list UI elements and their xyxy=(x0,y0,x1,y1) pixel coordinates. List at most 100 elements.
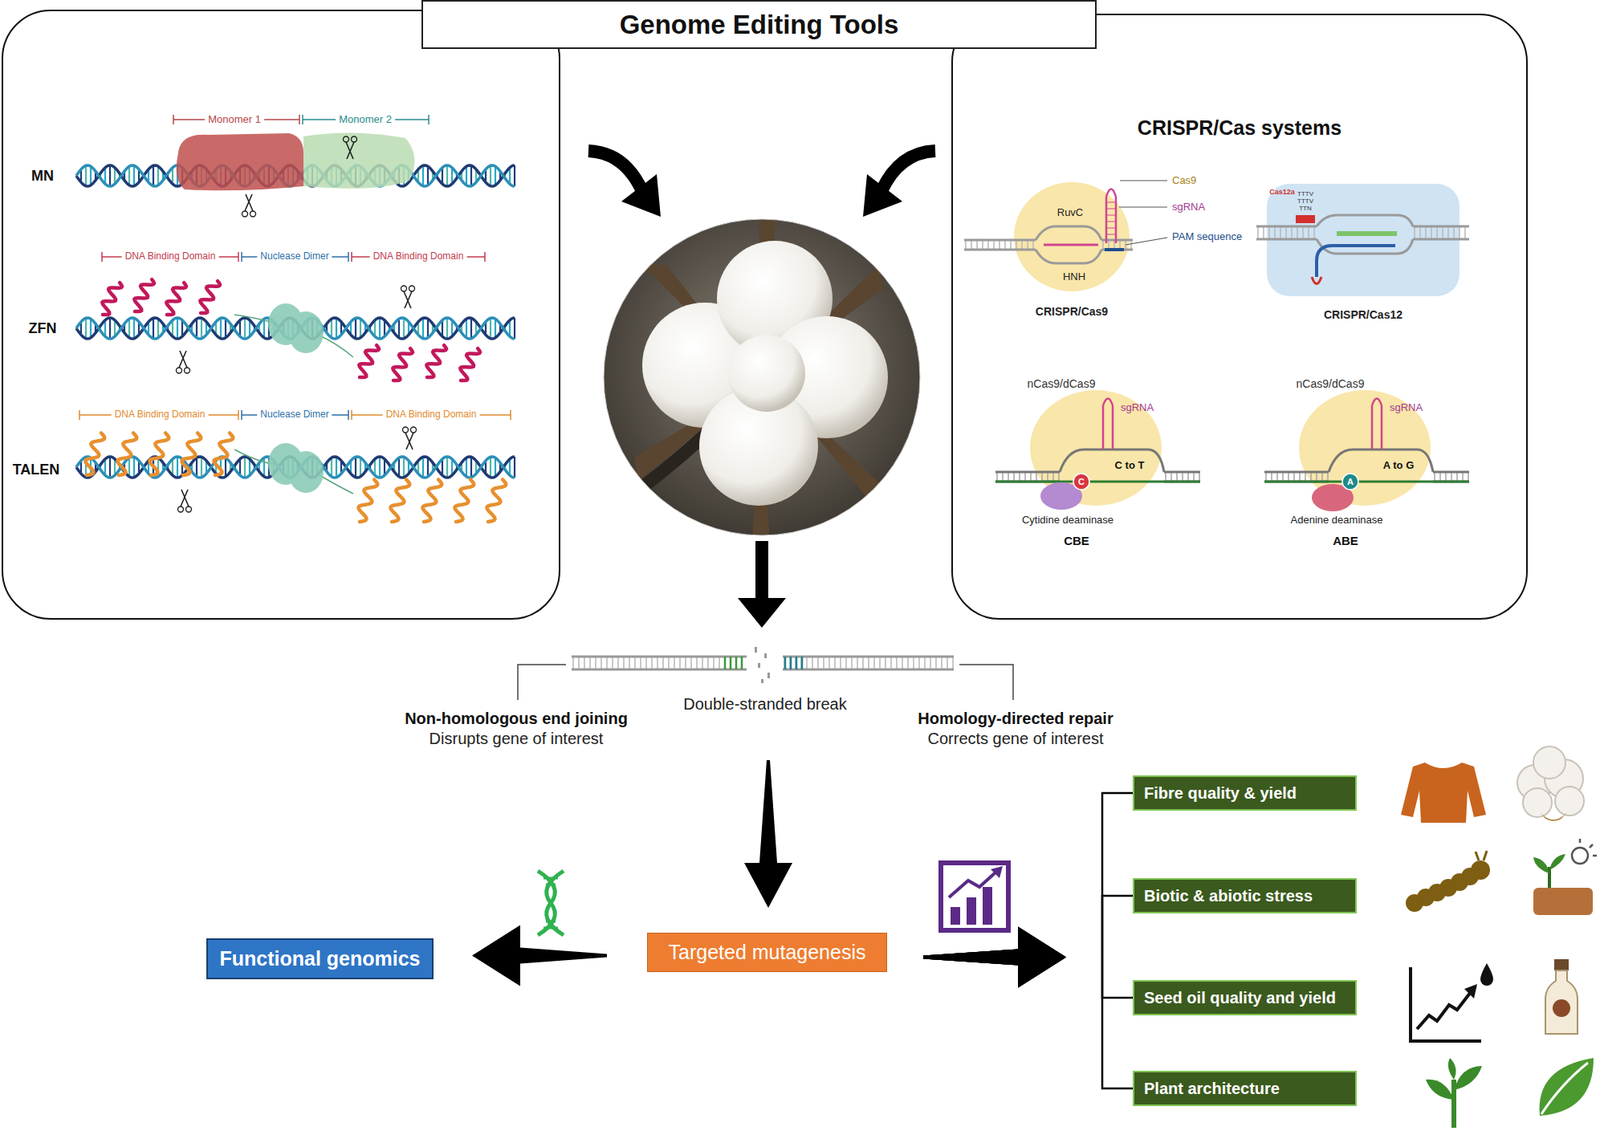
dna-rung xyxy=(176,456,179,478)
pam-mark xyxy=(1295,215,1316,224)
connector xyxy=(923,927,1133,1090)
dna-rung xyxy=(85,317,87,338)
dna-rung xyxy=(578,656,580,670)
dna-rung xyxy=(335,456,338,477)
dna-rung xyxy=(224,318,227,338)
dna-rung xyxy=(1041,472,1043,482)
range-bar xyxy=(351,252,485,262)
chart-icon xyxy=(948,872,996,898)
dna-rung xyxy=(1015,240,1018,250)
dna-icon xyxy=(537,871,564,936)
dna-rung xyxy=(884,656,887,670)
dna-rung xyxy=(1447,226,1450,240)
dna-rung xyxy=(128,457,131,477)
dna-rung xyxy=(801,656,804,670)
dna-strand xyxy=(571,668,747,672)
caterpillar-icon xyxy=(1475,850,1487,861)
connector-arrow xyxy=(923,927,1067,989)
dna-icon xyxy=(537,871,564,936)
dna-rung xyxy=(1298,472,1301,482)
connector-arrow xyxy=(923,927,1067,989)
chart-icon xyxy=(940,863,1009,931)
scissors-icon xyxy=(186,506,192,513)
dna-rung xyxy=(789,656,791,670)
dna-rung xyxy=(1024,472,1026,482)
plant-soil-icon xyxy=(1533,838,1597,916)
dna-rung xyxy=(912,656,915,670)
line-chart-icon xyxy=(1410,963,1494,1042)
dna-rung xyxy=(494,166,497,185)
scissors-icon xyxy=(242,211,249,217)
cotton-photo xyxy=(594,433,707,522)
dna-rung xyxy=(606,656,608,670)
dna-strand xyxy=(1035,249,1102,264)
dna-rung xyxy=(724,656,727,670)
bracket-line xyxy=(1102,895,1133,958)
dna-rung xyxy=(109,165,111,187)
dna-rung xyxy=(1198,472,1201,482)
part-label: PAM sequence xyxy=(1172,231,1242,244)
scissors-icon xyxy=(176,350,191,374)
dna-rung xyxy=(628,656,631,670)
scissors-icon xyxy=(401,285,416,309)
chart-icon xyxy=(982,887,993,925)
dna-rung xyxy=(1313,226,1316,240)
dna-strand xyxy=(1101,248,1133,252)
box-label: Plant architecture xyxy=(1144,1079,1280,1099)
dna-rung xyxy=(589,656,591,670)
dna-rung xyxy=(1007,472,1010,482)
oil-bottle-icon xyxy=(1552,999,1571,1018)
connector-arrow xyxy=(472,925,607,987)
dna-strand xyxy=(1256,225,1317,228)
dna-rung xyxy=(817,656,819,670)
dna-rung xyxy=(109,317,111,339)
dna-rung xyxy=(1439,472,1442,482)
dna-rung xyxy=(152,317,155,338)
dna-rung xyxy=(740,656,744,670)
cotton-icon xyxy=(1522,788,1552,818)
dna-rung xyxy=(1013,472,1015,482)
dna-rung xyxy=(718,656,721,670)
dna-strand xyxy=(1412,225,1470,228)
linker xyxy=(234,449,273,465)
protein-coil xyxy=(182,433,202,477)
leader-line xyxy=(1125,237,1168,245)
dna-rung xyxy=(622,656,625,670)
dna-rung xyxy=(1287,472,1290,482)
dna-rung xyxy=(335,317,338,338)
dna-rung xyxy=(465,166,468,185)
dna-rung xyxy=(924,656,926,670)
dna-rung xyxy=(651,656,653,670)
caterpillar-icon xyxy=(1405,850,1491,912)
trait-box: Seed oil quality and yield xyxy=(1132,980,1357,1016)
dna-rung xyxy=(354,317,357,338)
sgrna-hairpin xyxy=(1106,189,1116,245)
dna-rung xyxy=(879,656,881,670)
dna-rung xyxy=(133,317,135,338)
part-label: C to T xyxy=(1115,460,1145,473)
dna-rung xyxy=(794,656,797,670)
dna-ladder xyxy=(995,472,1201,482)
scissors-icon xyxy=(178,489,192,513)
linker xyxy=(234,314,273,323)
dna-rung xyxy=(244,317,246,339)
dna-rung xyxy=(109,456,111,478)
part-label: sgRNA xyxy=(1389,402,1423,415)
dna-strand xyxy=(782,668,954,672)
dna-rung xyxy=(789,656,793,670)
dna-rung xyxy=(1009,240,1012,250)
dna-rung xyxy=(679,656,681,670)
dna-rung xyxy=(867,656,870,670)
dna-rung xyxy=(89,166,92,185)
guide-rna xyxy=(1043,244,1099,247)
dna-rung xyxy=(1430,226,1433,240)
dna-rung xyxy=(378,456,381,478)
dna-rung xyxy=(712,656,715,670)
cotton-photo xyxy=(594,200,921,566)
dna-rung xyxy=(133,165,135,186)
dna-rung xyxy=(970,240,973,250)
dna-rung xyxy=(611,656,614,670)
panel-outline xyxy=(2,10,560,619)
dna-rung xyxy=(427,457,429,477)
dna-rung xyxy=(128,318,131,338)
